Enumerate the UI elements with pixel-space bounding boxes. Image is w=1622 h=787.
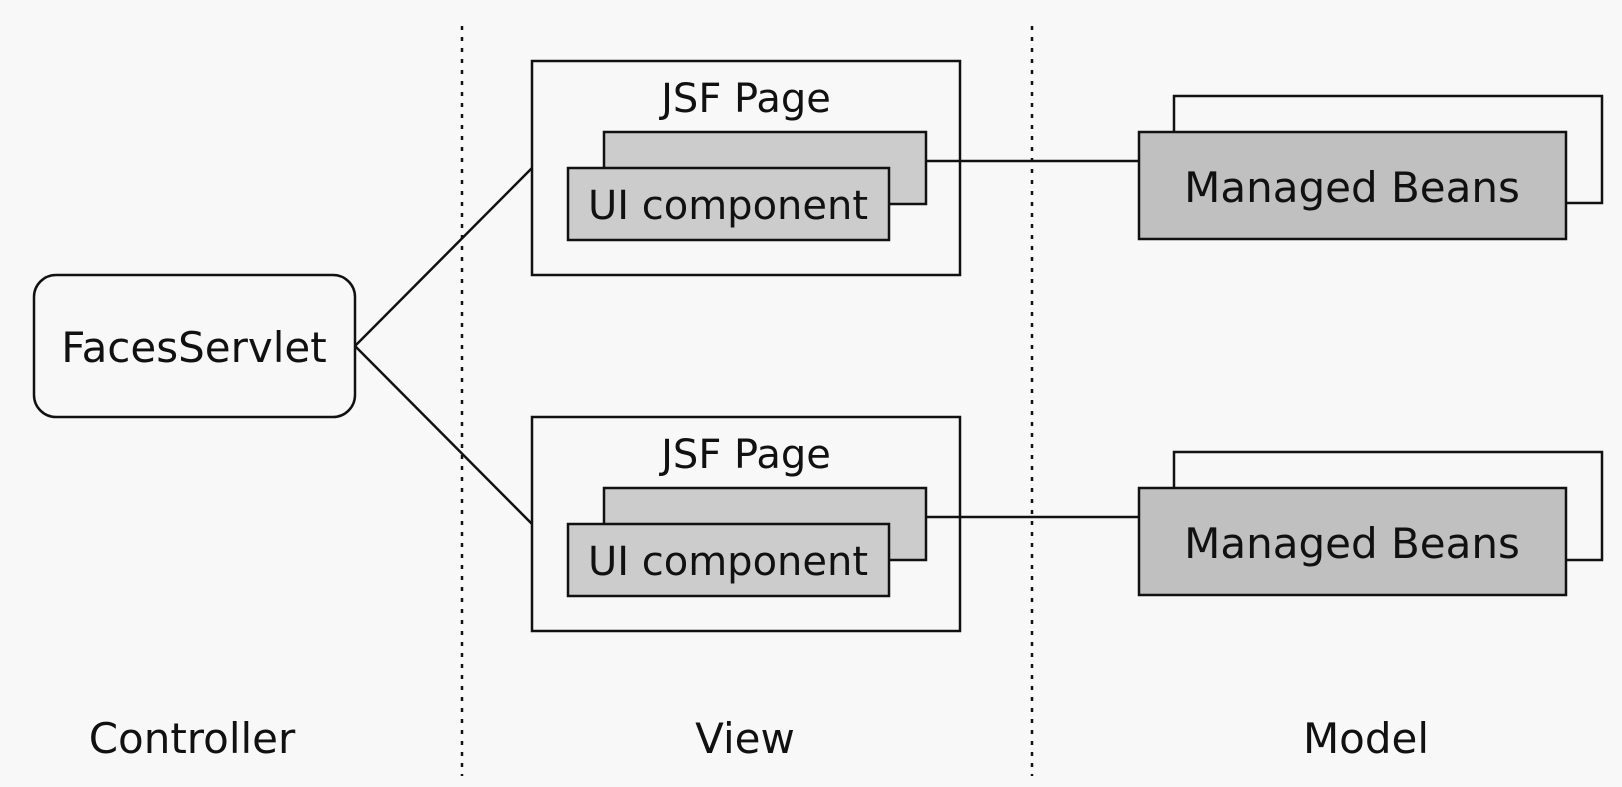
column-label-view: View [695,714,795,763]
jsf-page-2: JSF Page UI component [530,415,962,633]
managed-beans-1-back-outline [1172,94,1604,205]
faces-servlet-node: FacesServlet [32,273,357,419]
jsf-page-1-frame [530,59,962,277]
managed-beans-2-back-outline [1172,450,1604,562]
edge-servlet-to-page-2 [354,345,533,525]
managed-beans-1-label: Managed Beans [1184,163,1520,212]
jsf-page-2-frame [530,415,962,633]
managed-beans-1-box [1137,130,1568,241]
managed-beans-2-box [1137,486,1568,597]
edge-servlet-to-page-1 [354,167,533,347]
column-label-model: Model [1303,714,1429,763]
ui-component-2-label: UI component [588,539,868,585]
jsf-page-2-title: JSF Page [658,432,831,478]
jsf-page-1: JSF Page UI component [530,59,962,277]
faces-servlet-label: FacesServlet [61,323,326,372]
faces-servlet-box [32,273,357,419]
connector-edges [354,159,1139,525]
ui-component-2-front [566,522,891,598]
column-label-controller: Controller [89,714,296,763]
ui-component-1-front [566,166,891,242]
managed-beans-1: Managed Beans [1137,94,1604,241]
managed-beans-2-label: Managed Beans [1184,519,1520,568]
jsf-page-1-title: JSF Page [658,76,831,122]
managed-beans-2: Managed Beans [1137,450,1604,597]
ui-component-1-label: UI component [588,183,868,229]
